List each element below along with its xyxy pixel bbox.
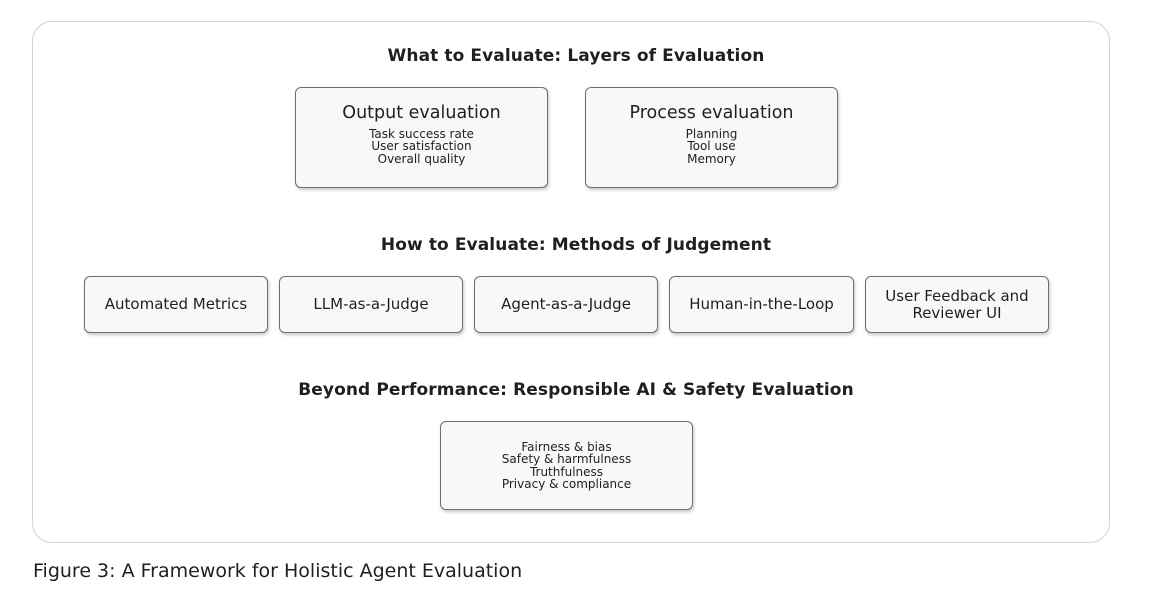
responsible-ai-box: Fairness & bias Safety & harmfulness Tru… — [440, 421, 693, 510]
method-agent-as-a-judge: Agent-as-a-Judge — [474, 276, 658, 333]
responsible-ai-item: Safety & harmfulness — [501, 452, 632, 466]
output-evaluation-title: Output evaluation — [342, 102, 501, 123]
method-human-in-the-loop: Human-in-the-Loop — [669, 276, 854, 333]
responsible-ai-item: Fairness & bias — [521, 439, 612, 454]
output-evaluation-item: User satisfaction — [371, 139, 472, 154]
figure-caption: Figure 3: A Framework for Holistic Agent… — [33, 560, 523, 582]
process-evaluation-box: Process evaluation Planning Tool use Mem… — [585, 87, 838, 188]
method-automated-metrics: Automated Metrics — [84, 276, 268, 333]
output-evaluation-box: Output evaluation Task success rate User… — [295, 87, 548, 188]
process-evaluation-item: Tool use — [687, 139, 736, 154]
method-llm-as-a-judge: LLM-as-a-Judge — [279, 276, 463, 333]
process-evaluation-item: Memory — [687, 151, 736, 166]
section-heading-how: How to Evaluate: Methods of Judgement — [380, 235, 772, 255]
method-user-feedback: User Feedback and Reviewer UI — [865, 276, 1049, 333]
output-evaluation-item: Task success rate — [369, 126, 474, 141]
output-evaluation-item: Overall quality — [377, 151, 466, 166]
responsible-ai-item: Privacy & compliance — [501, 477, 632, 491]
process-evaluation-item: Planning — [685, 126, 738, 141]
process-evaluation-title: Process evaluation — [629, 102, 794, 123]
responsible-ai-item: Truthfulness — [529, 464, 604, 479]
section-heading-what: What to Evaluate: Layers of Evaluation — [387, 46, 765, 66]
section-heading-beyond: Beyond Performance: Responsible AI & Saf… — [298, 380, 854, 400]
